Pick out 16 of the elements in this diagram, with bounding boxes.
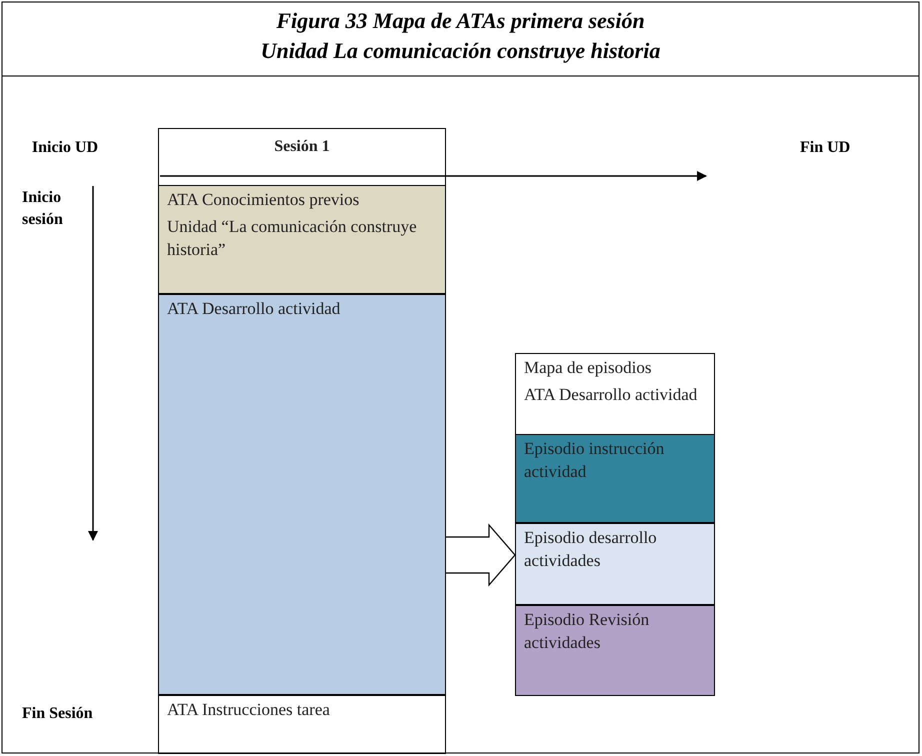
column-header: Sesión 1 (273, 137, 331, 157)
axis-label: Fin Sesión (22, 704, 93, 724)
block-arrow (445, 523, 516, 587)
activity-cell: Episodio Revisión actividades (515, 605, 715, 696)
session-column (158, 128, 446, 754)
axis-label: Fin UD (800, 138, 850, 158)
axis-label: Inicio sesión (22, 188, 64, 230)
box-heading: Mapa de episodios (523, 357, 652, 379)
episode-map-box (515, 353, 715, 696)
activity-cell: ATA Conocimientos previos Unidad “La comunicación construye historia” (158, 185, 446, 294)
cell-text: ATA Desarrollo actividad (523, 384, 698, 406)
activity-cell: Episodio instrucción actividad (515, 434, 715, 523)
figure-title: Figura 33 Mapa de ATAs primera sesión Unidad La comunicación construye historia (260, 7, 662, 65)
activity-cell: ATA Desarrollo actividad (158, 294, 446, 695)
axis-label: Inicio UD (30, 138, 100, 158)
activity-cell: Episodio desarrollo actividades (515, 523, 715, 605)
